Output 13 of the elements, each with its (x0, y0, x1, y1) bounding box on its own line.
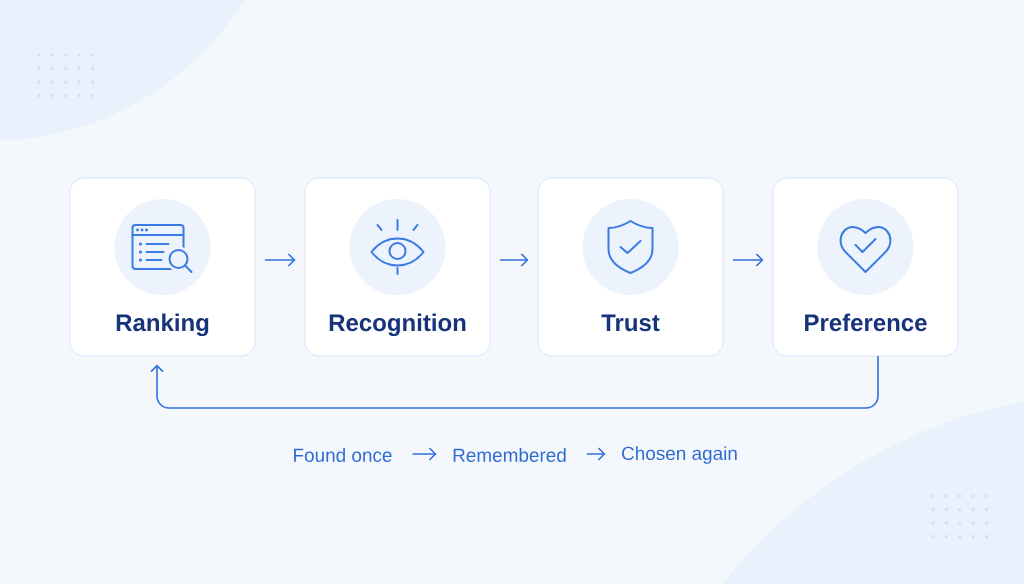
step-title: Trust (601, 314, 660, 332)
arrow (499, 253, 529, 267)
stage-label: Remembered (453, 448, 566, 462)
arrow (412, 447, 437, 461)
arrow (150, 355, 879, 409)
arrow (732, 253, 764, 267)
step-title: Ranking (116, 313, 209, 337)
arrow (264, 253, 296, 267)
arrow (586, 447, 606, 461)
step-title: Preference (805, 313, 927, 332)
step-title: Recognition (329, 313, 466, 337)
stage-label: Found once (294, 448, 392, 462)
stage-label: Chosen again (622, 446, 737, 464)
